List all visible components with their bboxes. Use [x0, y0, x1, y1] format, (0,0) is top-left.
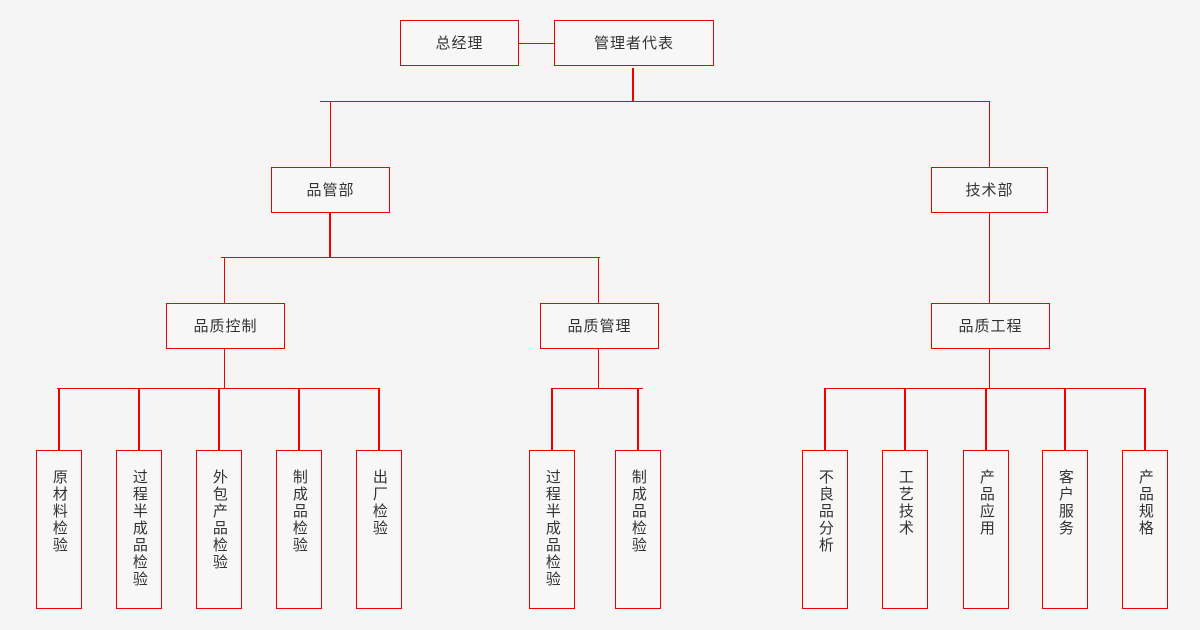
connector-leaf-drop-in-process-2 [551, 388, 553, 450]
connector-bus-to-tech-dept [989, 101, 990, 167]
node-label: 品质控制 [193, 316, 258, 335]
node-quality-engineering[interactable]: 品质工程 [931, 303, 1050, 349]
node-management-representative[interactable]: 管理者代表 [554, 20, 714, 66]
connector-leaf-drop-process-technology [904, 388, 906, 450]
connector-bus-to-quality-management [598, 257, 599, 303]
connector-bus-to-quality-control [224, 257, 225, 303]
connector-leaf-drop-product-application [985, 388, 987, 450]
connector-leaf-drop-finished-2 [637, 388, 639, 450]
connector-qc-dept-bus [221, 257, 600, 258]
node-in-process-semifinished-inspection[interactable]: 过程半成品检验 [116, 450, 162, 609]
connector-bus-to-qc-dept [330, 101, 331, 167]
node-technology-department[interactable]: 技术部 [931, 167, 1048, 213]
node-defect-analysis[interactable]: 不良品分析 [802, 450, 848, 609]
connector-quality-management-drop [598, 349, 599, 389]
node-product-application[interactable]: 产品应用 [963, 450, 1009, 609]
connector-gm-to-mr [519, 43, 554, 44]
node-raw-material-inspection[interactable]: 原材料检验 [36, 450, 82, 609]
connector-quality-control-drop [224, 349, 225, 389]
connector-leaf-drop-outgoing [378, 388, 380, 450]
connector-leaf-drop-raw-material [58, 388, 60, 450]
node-process-technology[interactable]: 工艺技术 [882, 450, 928, 609]
node-label: 原材料检验 [50, 469, 69, 554]
node-label: 总经理 [435, 33, 484, 52]
connector-level2-bus [320, 101, 990, 102]
node-label: 制成品检验 [629, 469, 648, 554]
node-outgoing-inspection[interactable]: 出厂检验 [356, 450, 402, 609]
node-label: 品管部 [306, 180, 355, 199]
node-in-process-semifinished-inspection-2[interactable]: 过程半成品检验 [529, 450, 575, 609]
node-customer-service[interactable]: 客户服务 [1042, 450, 1088, 609]
node-label: 技术部 [965, 180, 1014, 199]
node-quality-control-department[interactable]: 品管部 [271, 167, 390, 213]
connector-quality-management-bus [551, 388, 643, 389]
connector-leaf-drop-defect-analysis [824, 388, 826, 450]
node-label: 出厂检验 [370, 469, 389, 537]
connector-leaf-drop-in-process [138, 388, 140, 450]
node-label: 品质工程 [958, 316, 1023, 335]
node-label: 制成品检验 [290, 469, 309, 554]
node-label: 管理者代表 [593, 33, 674, 52]
node-label: 不良品分析 [816, 469, 835, 554]
node-product-specification[interactable]: 产品规格 [1122, 450, 1168, 609]
node-quality-control[interactable]: 品质控制 [166, 303, 285, 349]
node-label: 过程半成品检验 [130, 469, 149, 588]
connector-leaf-drop-customer-service [1064, 388, 1066, 450]
node-label: 工艺技术 [896, 469, 915, 537]
connector-mr-drop [632, 68, 634, 102]
connector-leaf-drop-product-specification [1144, 388, 1146, 450]
node-label: 品质管理 [567, 316, 632, 335]
node-label: 过程半成品检验 [543, 469, 562, 588]
node-finished-product-inspection-2[interactable]: 制成品检验 [615, 450, 661, 609]
connector-tech-dept-drop [989, 213, 990, 303]
connector-qc-dept-drop [329, 213, 331, 257]
node-outsourced-product-inspection[interactable]: 外包产品检验 [196, 450, 242, 609]
node-label: 客户服务 [1056, 469, 1075, 537]
connector-quality-engineering-drop [989, 349, 990, 389]
node-label: 产品规格 [1136, 469, 1155, 537]
node-general-manager[interactable]: 总经理 [400, 20, 519, 66]
connector-leaf-drop-outsourced [218, 388, 220, 450]
node-quality-management[interactable]: 品质管理 [540, 303, 659, 349]
node-label: 产品应用 [977, 469, 996, 537]
node-finished-product-inspection[interactable]: 制成品检验 [276, 450, 322, 609]
node-label: 外包产品检验 [210, 469, 229, 571]
connector-leaf-drop-finished [298, 388, 300, 450]
